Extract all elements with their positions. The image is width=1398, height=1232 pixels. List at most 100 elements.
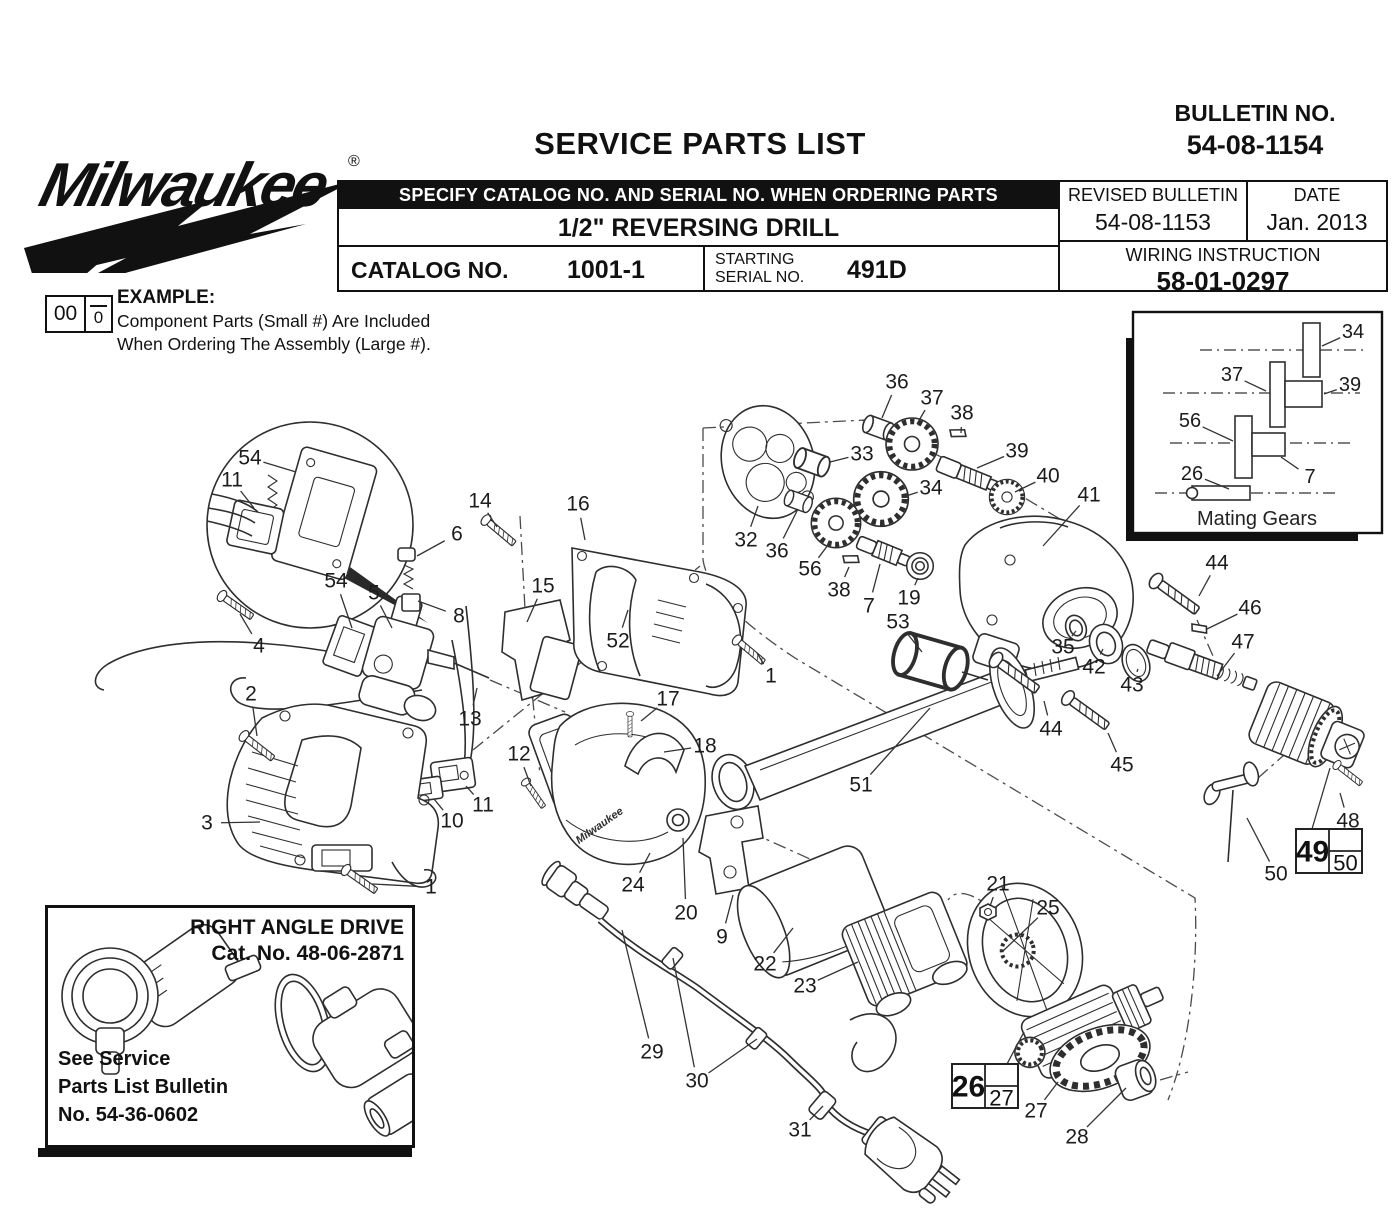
rad-note-line3: No. 54-36-0602 [58, 1104, 199, 1126]
rad-note-line2: Parts List Bulletin [58, 1076, 229, 1098]
registered-mark: ® [348, 153, 360, 170]
wiring-label: WIRING INSTRUCTION [1125, 245, 1321, 265]
callout-45: 45 [1110, 754, 1133, 777]
spindle-47 [1146, 639, 1258, 691]
callout-18: 18 [693, 735, 716, 758]
field-23 [841, 891, 968, 1017]
callout-34: 34 [919, 477, 943, 500]
example-key-box: 00 0 [45, 295, 113, 333]
callout-11: 11 [472, 794, 494, 817]
right-angle-drive-drawing [61, 923, 434, 1137]
callout-36: 36 [885, 371, 908, 394]
callout-52: 52 [606, 630, 629, 653]
chuck-key-50 [1203, 761, 1260, 863]
rad-cat-no: Cat. No. 48-06-2871 [211, 942, 404, 965]
callout-7: 7 [863, 595, 875, 618]
callout-36: 36 [765, 540, 788, 563]
callout-54: 54 [238, 447, 262, 470]
callout-19: 19 [897, 587, 920, 610]
order-banner: SPECIFY CATALOG NO. AND SERIAL NO. WHEN … [337, 180, 1060, 209]
date-value: Jan. 2013 [1266, 209, 1368, 235]
motor-housing-24: Milwaukee [528, 702, 707, 866]
serial-number: 491D [847, 256, 907, 284]
callout-16: 16 [566, 493, 589, 516]
callout-8: 8 [453, 605, 465, 628]
callout-44: 44 [1205, 552, 1229, 575]
callout-4: 4 [253, 635, 265, 658]
switch-assembly-drawing [94, 547, 583, 803]
spindle-7 [855, 535, 911, 567]
callout-24: 24 [621, 874, 645, 897]
callout-9: 9 [716, 926, 728, 949]
callout-21: 21 [986, 873, 1009, 896]
callout-29: 29 [640, 1041, 663, 1064]
callout-2: 2 [245, 683, 257, 706]
side-handle-51 [711, 647, 1080, 811]
bracket-15 [501, 599, 583, 702]
callout-39: 39 [1005, 440, 1028, 463]
callout-14: 14 [468, 490, 492, 513]
clamp-18 [624, 732, 685, 776]
detail-circle-inset [206, 421, 428, 629]
callout-15: 15 [531, 575, 554, 598]
right-angle-drive-box: RIGHT ANGLE DRIVE Cat. No. 48-06-2871 Se… [45, 905, 434, 1148]
catalog-row: CATALOG NO. 1001-1 STARTING SERIAL NO. 4… [337, 245, 1060, 292]
example-heading: EXAMPLE: [117, 287, 216, 308]
callout-37: 37 [920, 387, 943, 410]
page-title: SERVICE PARTS LIST [534, 126, 866, 161]
date-label: DATE [1293, 185, 1341, 205]
callout-46: 46 [1238, 597, 1261, 620]
callout-37: 37 [1221, 364, 1243, 386]
callout-39: 39 [1339, 374, 1361, 396]
callout-40: 40 [1036, 465, 1059, 488]
callout-11: 11 [221, 469, 243, 492]
callout-35: 35 [1051, 636, 1074, 659]
callout-7: 7 [1304, 466, 1315, 488]
callout-3: 3 [201, 812, 213, 835]
callout-56: 56 [1179, 410, 1201, 432]
callout-22: 22 [753, 953, 776, 976]
chuck-49 [1248, 681, 1365, 769]
callout-26: 26 [1181, 463, 1203, 485]
callout-43: 43 [1120, 674, 1143, 697]
revised-bulletin-cell: REVISED BULLETIN 54-08-1153 [1058, 180, 1248, 242]
callout-27: 27 [1024, 1100, 1047, 1123]
armature-26 [1014, 984, 1164, 1079]
assembly-number-26: 26 [952, 1071, 985, 1104]
callout-44: 44 [1039, 718, 1063, 741]
callout-48: 48 [1336, 810, 1359, 833]
callout-10: 10 [440, 810, 463, 833]
revised-number: 54-08-1153 [1095, 209, 1211, 235]
callout-12: 12 [507, 743, 530, 766]
collar-53 [886, 628, 989, 695]
spindle-output-group [1064, 614, 1258, 691]
bulletin-number: 54-08-1154 [1186, 130, 1324, 160]
callout-53: 53 [886, 611, 909, 634]
wiring-number: 58-01-0297 [1156, 266, 1290, 296]
brush-cap-8 [401, 593, 421, 612]
rad-title: RIGHT ANGLE DRIVE [190, 916, 404, 939]
assembly-number-49: 49 [1296, 836, 1329, 869]
bulletin-label: BULLETIN NO. [1174, 100, 1336, 126]
callout-47: 47 [1231, 631, 1254, 654]
callout-28: 28 [1065, 1126, 1088, 1149]
catalog-label: CATALOG NO. [351, 257, 509, 283]
callout-25: 25 [1036, 897, 1059, 920]
ordering-info-table: SPECIFY CATALOG NO. AND SERIAL NO. WHEN … [337, 180, 1388, 296]
callout-42: 42 [1082, 656, 1105, 679]
callout-23: 23 [793, 975, 816, 998]
example-line2: When Ordering The Assembly (Large #). [117, 334, 431, 354]
callout-51: 51 [849, 774, 872, 797]
callout-32: 32 [734, 529, 757, 552]
callout-20: 20 [674, 902, 697, 925]
example-line1: Component Parts (Small #) Are Included [117, 311, 431, 331]
product-name: 1/2" REVERSING DRILL [337, 207, 1060, 247]
example-component-number: 0 [86, 297, 111, 331]
bearing-28 [1114, 1059, 1157, 1101]
mating-gears-box: Mating Gears [1126, 310, 1384, 541]
example-assembly-number: 00 [47, 297, 86, 331]
callout-50: 50 [1264, 863, 1287, 886]
